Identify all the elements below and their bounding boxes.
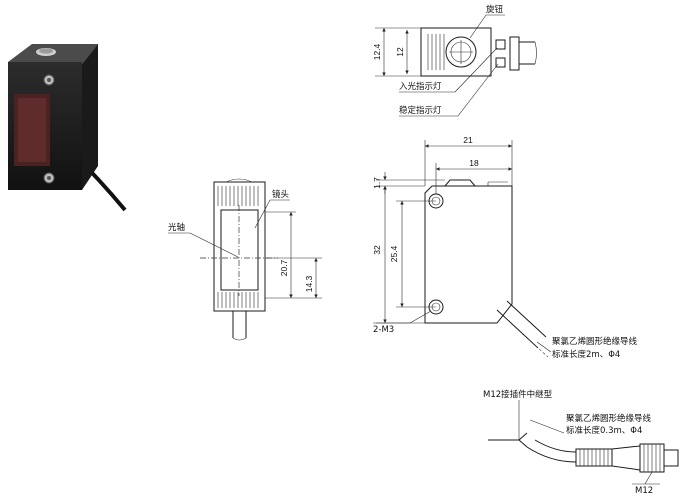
label-m12-type: M12接插件中继型: [483, 389, 553, 400]
dim-20-7: 20.7: [279, 259, 289, 276]
dim-21: 21: [463, 135, 473, 145]
label-stable-light: 稳定指示灯: [399, 105, 442, 116]
dim-1-7: 1.7: [372, 177, 382, 189]
top-view: 12.4 12 旋钮 入光指示灯 稳定指示灯: [372, 4, 537, 117]
label-optical-axis: 光轴: [168, 222, 185, 233]
label-cable-note-4: 标准长度0.3m、Φ4: [566, 425, 642, 436]
grip-ribs: [427, 34, 445, 70]
stable-light-square: [495, 57, 506, 68]
m12-connector-view: M12接插件中继型 聚氯乙烯圆形绝缘导线 标准长度0.3m、Φ4: [483, 389, 679, 496]
label-cable-note-2: 标准长度2m、Φ4: [552, 349, 620, 360]
dim-32: 32: [372, 245, 382, 255]
label-mount-holes: 2-M3: [373, 325, 394, 335]
label-cable-note-3: 聚氯乙烯圆形绝缘导线: [566, 413, 652, 424]
dim-25-4: 25.4: [389, 245, 399, 262]
dim-14-3: 14.3: [304, 275, 314, 292]
label-lens: 镜头: [272, 189, 290, 200]
label-m12: M12: [635, 486, 653, 496]
label-input-light: 入光指示灯: [399, 81, 442, 92]
product-photo: [8, 44, 127, 212]
dim-12: 12: [395, 47, 405, 57]
side-view: 21 18 1.7 32 25.4 2-M3 聚氯乙烯圆形绝缘导线 标准长度2m…: [372, 135, 638, 360]
input-light-square: [495, 39, 506, 50]
label-cable-note-1: 聚氯乙烯圆形绝缘导线: [552, 336, 638, 347]
dim-18: 18: [469, 158, 479, 168]
dim-12-4: 12.4: [372, 43, 382, 60]
lens-window: [220, 209, 259, 291]
label-knob: 旋钮: [486, 4, 504, 15]
front-view: 20.7 14.3 光轴 镜头: [168, 178, 322, 341]
knob-circle: [445, 36, 477, 68]
